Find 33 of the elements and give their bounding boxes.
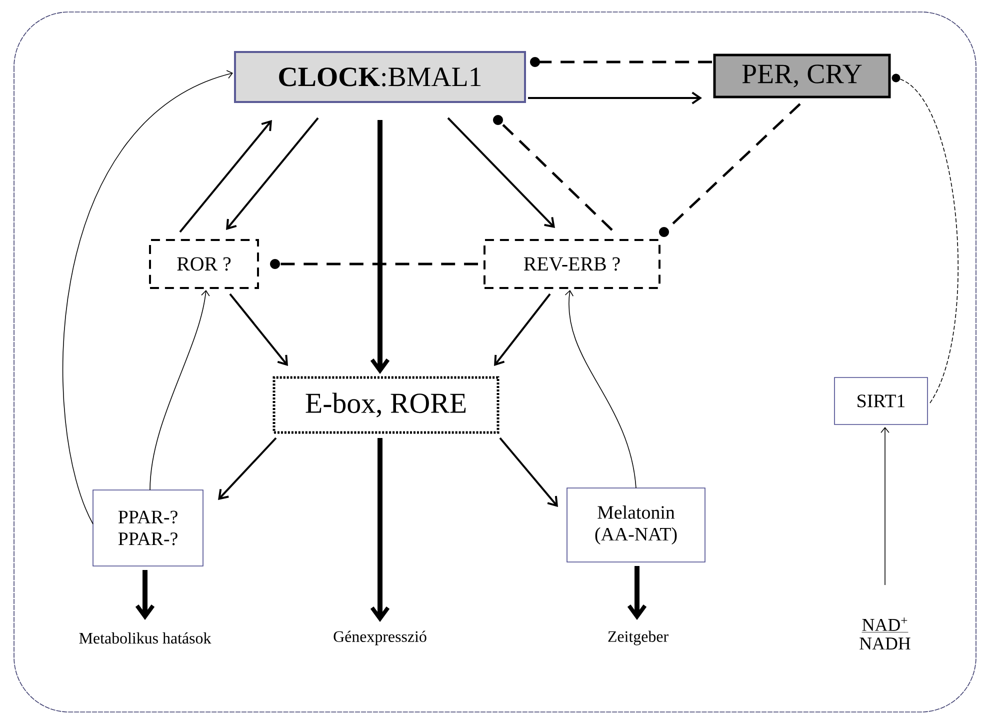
arrow xyxy=(447,117,555,228)
outcome-label: Zeitgeber xyxy=(608,630,668,646)
arrow xyxy=(218,437,277,500)
arrow xyxy=(627,566,647,620)
process-box: PPAR-? PPAR-? xyxy=(92,490,204,566)
process-box: Melatonin (AA-NAT) xyxy=(566,488,706,562)
protein-box: PER, CRY xyxy=(713,54,891,98)
outcome-label: Metabolikus hatások xyxy=(79,632,212,644)
cofactor-label: NAD$^{+}$ NADH xyxy=(860,617,910,650)
arrow xyxy=(880,427,890,586)
arrow xyxy=(499,437,558,507)
arrow xyxy=(150,290,210,490)
dot-ended-line xyxy=(530,57,712,67)
arrow xyxy=(135,570,155,620)
dashed-box: ROR ? xyxy=(149,239,259,289)
arrow xyxy=(564,290,636,488)
arrow xyxy=(528,92,702,104)
arrow xyxy=(494,293,551,366)
arrow xyxy=(179,120,272,233)
dot-ended-line xyxy=(892,74,958,404)
dot-ended-line xyxy=(270,259,478,269)
dotted-box: E-box, RORE xyxy=(272,376,500,434)
dot-ended-line xyxy=(493,115,613,231)
dashed-box: REV-ERB ? xyxy=(484,239,660,289)
arrow xyxy=(370,438,390,622)
dot-ended-line xyxy=(659,103,801,237)
arrow xyxy=(226,117,319,230)
outcome-label: Génexpresszió xyxy=(334,630,426,646)
protein-box: CLOCK:BMAL1 xyxy=(234,51,526,103)
arrow xyxy=(370,120,390,374)
process-box: SIRT1 xyxy=(834,377,928,425)
arrow xyxy=(62,70,233,524)
arrow xyxy=(229,293,288,366)
